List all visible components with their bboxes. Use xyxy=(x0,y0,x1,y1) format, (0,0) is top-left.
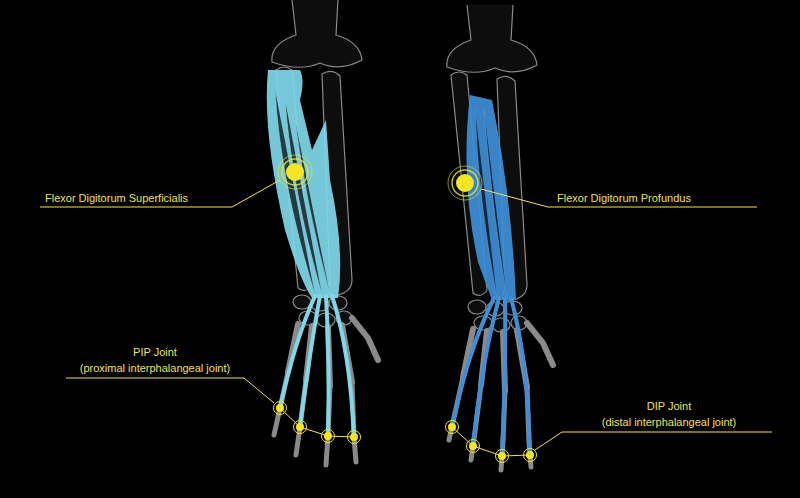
part-label: Flexor Digitorum Profundus xyxy=(557,191,691,205)
part-label: (distal interphalangeal joint) xyxy=(574,415,764,429)
part-label: Flexor Digitorum Superficialis xyxy=(45,191,188,205)
part-label: DIP Joint xyxy=(574,399,764,413)
part-label: PIP Joint xyxy=(66,345,244,359)
part-label: (proximal interphalangeal joint) xyxy=(66,361,244,375)
